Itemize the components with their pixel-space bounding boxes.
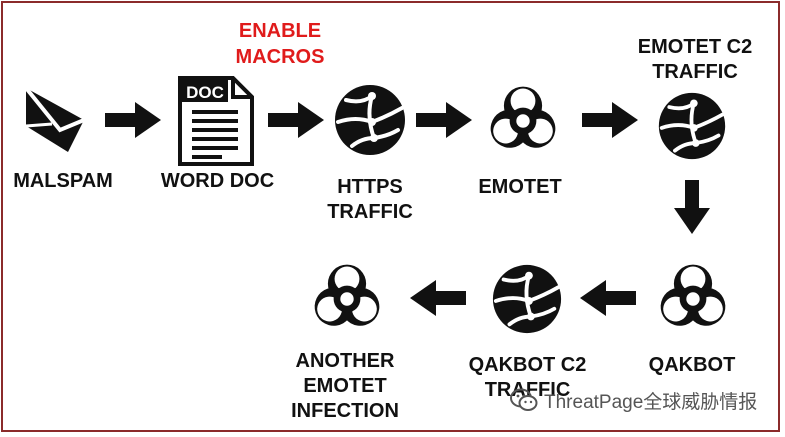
label-qakbot-c2-line2: TRAFFIC bbox=[484, 379, 571, 401]
label-qakbot-c2-line1: QAKBOT C2 bbox=[468, 354, 587, 376]
label-emotet: EMOTET bbox=[478, 176, 562, 198]
label-malspam: MALSPAM bbox=[13, 170, 113, 192]
globe-network-icon bbox=[658, 92, 726, 160]
biohazard-icon bbox=[314, 264, 380, 326]
label-another-line2: EMOTET bbox=[303, 375, 387, 397]
label-emotet-c2-line1: EMOTET C2 bbox=[637, 36, 753, 58]
label-https-line1: HTTPS bbox=[337, 176, 403, 198]
watermark-text: ThreatPage全球威胁情报 bbox=[544, 391, 758, 413]
label-emotet-c2-line2: TRAFFIC bbox=[652, 61, 738, 83]
wechat-icon bbox=[510, 388, 538, 411]
arrow-right-icon bbox=[268, 102, 324, 138]
arrow-left-icon bbox=[580, 280, 636, 316]
arrow-right-icon bbox=[582, 102, 638, 138]
label-qakbot: QAKBOT bbox=[648, 354, 736, 376]
label-https-line2: TRAFFIC bbox=[327, 201, 413, 223]
globe-network-icon bbox=[492, 264, 562, 334]
globe-network-icon bbox=[335, 85, 405, 155]
label-another-line1: ANOTHER bbox=[295, 350, 395, 372]
envelope-icon bbox=[24, 86, 85, 152]
arrow-right-icon bbox=[416, 102, 472, 138]
biohazard-icon bbox=[660, 264, 726, 326]
diagram-frame bbox=[1, 1, 780, 432]
watermark: ThreatPage全球威胁情报 bbox=[510, 385, 757, 415]
biohazard-icon bbox=[490, 86, 556, 148]
arrow-left-icon bbox=[410, 280, 466, 316]
label-word-doc: WORD DOC bbox=[160, 170, 275, 192]
arrow-down-icon bbox=[674, 180, 710, 234]
doc-icon-text: DOC bbox=[186, 83, 224, 102]
label-enable-macros-line1: ENABLE bbox=[238, 20, 322, 42]
label-another-line3: INFECTION bbox=[291, 400, 399, 422]
label-enable-macros-line2: MACROS bbox=[235, 46, 325, 68]
document-icon: DOC bbox=[178, 76, 254, 166]
arrow-right-icon bbox=[105, 102, 161, 138]
